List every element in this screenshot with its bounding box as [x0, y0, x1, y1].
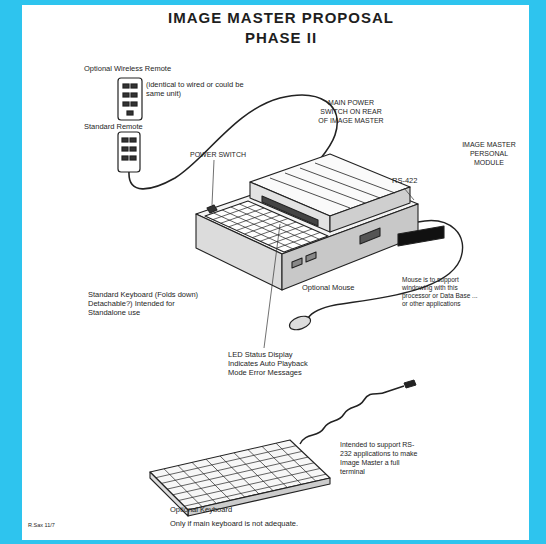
leader-line	[212, 160, 214, 205]
note-text: (identical to wired or could be same uni…	[146, 80, 246, 98]
remote-button	[122, 138, 128, 142]
signature: R.Sax 11/7	[28, 522, 88, 529]
mouse	[288, 314, 313, 333]
power-switch	[207, 205, 217, 213]
remote-button	[123, 93, 129, 97]
keyboard-keys	[213, 204, 320, 249]
remote-button	[130, 138, 136, 142]
panel-button	[306, 252, 316, 262]
note-text: Intended to support RS-232 applications …	[340, 440, 424, 476]
callout-label: MAIN POWER SWITCH ON REAR OF IMAGE MASTE…	[318, 98, 384, 125]
callout-label: POWER SWITCH	[190, 150, 260, 159]
note-text: Only if main keyboard is not adequate.	[170, 519, 380, 528]
remote-button	[123, 84, 129, 88]
remote-button	[131, 84, 137, 88]
remote-button	[127, 111, 133, 115]
coiled-cable	[300, 386, 404, 444]
keyboard-keys	[156, 443, 326, 507]
remote-button	[131, 93, 137, 97]
part-label: Standard Keyboard (Folds down) Detachabl…	[88, 290, 206, 317]
personal-module	[398, 226, 444, 246]
remote-button	[123, 102, 129, 106]
remote-body	[118, 132, 140, 172]
note-text: Mouse is to support windowing with this …	[402, 276, 482, 308]
port-label: RS-422	[392, 176, 432, 185]
leader-line	[264, 224, 280, 348]
panel-button	[292, 258, 302, 268]
remote-button	[122, 156, 128, 160]
remote-button	[130, 147, 136, 151]
optional-keyboard	[150, 440, 330, 516]
panel-button	[360, 228, 380, 244]
part-label: IMAGE MASTER PERSONAL MODULE	[458, 140, 520, 167]
paper-sheet	[22, 5, 529, 540]
remote-button	[122, 147, 128, 151]
remote-body	[118, 78, 142, 120]
leader-line	[404, 188, 414, 200]
part-label: Optional Keyboard	[170, 505, 270, 514]
page-title: IMAGE MASTER PROPOSAL PHASE II	[150, 8, 412, 48]
callout-label: LED Status Display Indicates Auto Playba…	[228, 350, 310, 377]
remote-button	[131, 102, 137, 106]
hood-slots	[270, 163, 395, 208]
part-label: Standard Remote	[84, 122, 164, 131]
cable-plug	[404, 380, 416, 388]
wireless-remote	[118, 78, 142, 120]
leader-lines	[212, 160, 414, 348]
image-master-unit	[196, 154, 444, 290]
standard-remote	[118, 132, 140, 172]
part-label: Optional Wireless Remote	[84, 64, 204, 73]
part-label: Optional Mouse	[302, 283, 382, 292]
printer-hood-side	[330, 187, 410, 232]
remote-button	[130, 156, 136, 160]
keyboard-area	[205, 201, 328, 252]
